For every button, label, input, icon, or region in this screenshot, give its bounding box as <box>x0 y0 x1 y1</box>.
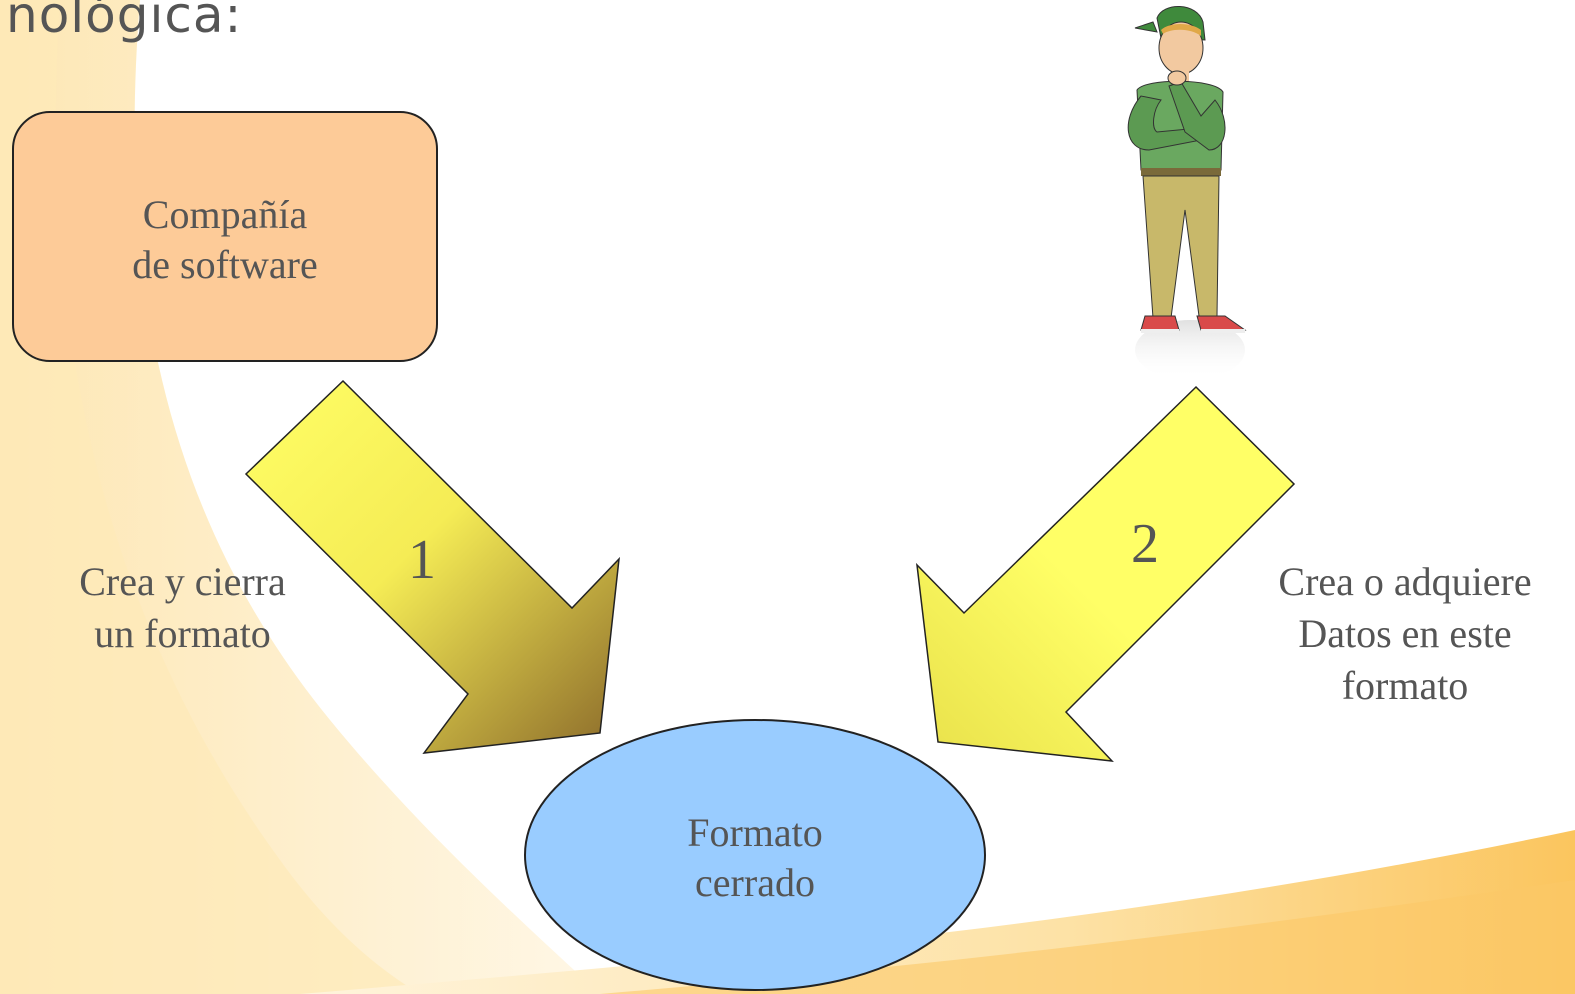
step-number-1: 1 <box>408 529 436 591</box>
format-node <box>524 719 986 991</box>
slide-title: nológica: <box>6 0 243 44</box>
step-number-2: 2 <box>1131 513 1159 575</box>
edge-label-2: Crea o adquiere Datos en este formato <box>1278 559 1532 708</box>
arrow-2 <box>915 385 1296 762</box>
thinking-person-illustration <box>1127 5 1247 380</box>
company-node-label: Compañía de software <box>132 192 318 287</box>
company-node <box>12 111 438 362</box>
format-node-label: Formato cerrado <box>687 810 823 905</box>
edge-label-1: Crea y cierra un formato <box>79 559 286 656</box>
arrow-1 <box>244 379 620 754</box>
